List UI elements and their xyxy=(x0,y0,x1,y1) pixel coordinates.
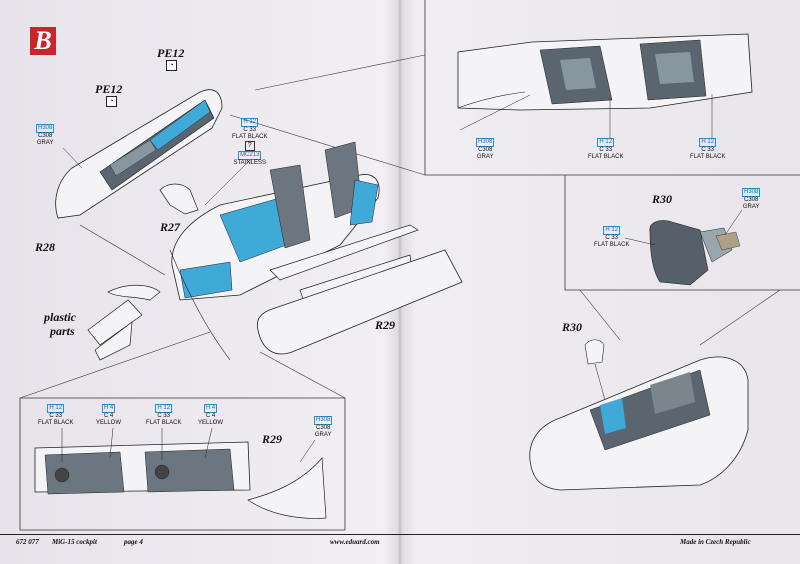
footer-rule xyxy=(0,534,800,535)
inset-frame-r30 xyxy=(564,175,800,291)
paint-name: GRAY xyxy=(314,432,332,438)
paint-code: C 4 xyxy=(205,413,216,419)
paint-code: H 12 xyxy=(47,404,65,413)
paint-code: C 33 xyxy=(157,413,171,419)
callout-black-top-right-2: H 12 C 33 FLAT BLACK xyxy=(690,138,725,161)
callout-black-bottom-left-1: H 12 C 33 FLAT BLACK xyxy=(38,404,73,427)
label-parts: parts xyxy=(50,324,75,338)
paint-code: H 12 xyxy=(597,138,615,147)
paint-name: FLAT BLACK xyxy=(232,134,268,140)
guide-line xyxy=(254,54,426,91)
label-r30-top: R30 xyxy=(652,192,673,206)
callout-yellow-bottom-left-2: H 4 C 4 YELLOW xyxy=(198,404,223,427)
guide-line xyxy=(229,114,426,176)
label-pe12-top: PE12 xyxy=(157,46,185,60)
paint-name: YELLOW xyxy=(96,420,122,426)
paint-code: H308 xyxy=(742,188,761,197)
part-bottom-right-cockpit xyxy=(529,339,749,491)
part-r29-edge xyxy=(169,249,231,361)
callout-black-r30: H 12 C 33 FLAT BLACK xyxy=(594,226,629,249)
paint-code: C308 xyxy=(744,197,759,203)
paint-code: C 33 xyxy=(605,235,619,241)
paint-name: YELLOW xyxy=(198,420,224,426)
plastic-parts-sketch xyxy=(87,284,161,361)
footer-page: page 4 xyxy=(124,538,143,546)
paint-code: H 4 xyxy=(203,404,218,413)
paint-code: H308 xyxy=(36,124,55,133)
footer-title: MiG-15 cockpit xyxy=(52,538,97,546)
paint-code: H 12 xyxy=(155,404,173,413)
paint-code: H308 xyxy=(314,416,333,425)
guide-line xyxy=(259,351,346,399)
paint-name: GRAY xyxy=(476,154,494,160)
paint-code: H 12 xyxy=(603,226,621,235)
guide-line xyxy=(699,289,781,346)
paint-code: C308 xyxy=(316,425,331,431)
pe-part-icon: ◔ xyxy=(106,96,117,107)
guide-line xyxy=(579,289,621,341)
part-r28-side-panel xyxy=(55,89,223,276)
part-cockpit-tub xyxy=(171,141,380,301)
callout-gray-left: H308 C308 GRAY xyxy=(36,124,55,147)
paint-name: FLAT BLACK xyxy=(690,154,726,160)
paint-code: C 33 xyxy=(243,127,257,133)
paint-code: C 33 xyxy=(49,413,63,419)
paint-name: FLAT BLACK xyxy=(146,420,182,426)
guide-line xyxy=(19,331,211,399)
paint-code: H 4 xyxy=(101,404,116,413)
footer-url: www.eduard.com xyxy=(330,538,380,546)
inset-frame-bottom-left xyxy=(19,397,346,531)
paint-code: C308 xyxy=(478,147,493,153)
paint-code: C 33 xyxy=(701,147,715,153)
label-r28: R28 xyxy=(35,240,56,254)
label-r30-bottom: R30 xyxy=(562,320,583,334)
label-r29-mid: R29 xyxy=(375,318,396,332)
label-pe12-left: PE12 xyxy=(95,82,123,96)
paint-code: H 12 xyxy=(241,118,259,127)
part-top-right-cockpit xyxy=(457,33,753,138)
pe-part-icon: ◔ xyxy=(166,60,177,71)
callout-black-top-right-1: H 12 C 33 FLAT BLACK xyxy=(588,138,623,161)
callout-gray-bottom-left: H308 C308 GRAY xyxy=(314,416,333,439)
label-plastic: plastic xyxy=(44,310,76,324)
paint-name: FLAT BLACK xyxy=(588,154,624,160)
callout-black-bottom-left-2: H 12 C 33 FLAT BLACK xyxy=(146,404,181,427)
part-side-rail xyxy=(269,224,419,281)
part-bottom-left-cockpit xyxy=(34,441,327,519)
part-r27 xyxy=(159,183,199,215)
paint-name: GRAY xyxy=(36,140,54,146)
footer-kit-number: 672 077 xyxy=(16,538,39,546)
callout-gray-top-right: H308 C308 GRAY xyxy=(476,138,495,161)
unknown-color-box: ? xyxy=(244,141,255,151)
label-r27: R27 xyxy=(160,220,181,234)
paint-code: C 33 xyxy=(599,147,613,153)
callout-black-mid: H 12 C 33 FLAT BLACK ? MC213 STAINLESS xyxy=(232,118,267,167)
step-badge: B xyxy=(30,27,56,55)
part-r29-side xyxy=(256,249,463,355)
paint-code: C308 xyxy=(38,133,53,139)
paint-code: C 4 xyxy=(103,413,114,419)
paint-name: STAINLESS xyxy=(233,160,267,166)
part-r30-seat xyxy=(649,220,741,286)
paint-name: FLAT BLACK xyxy=(38,420,74,426)
callout-gray-r30: H308 C308 GRAY xyxy=(742,188,761,211)
paint-name: FLAT BLACK xyxy=(594,242,630,248)
label-r29-bottom: R29 xyxy=(262,432,283,446)
callout-leaders xyxy=(61,94,743,463)
paint-code: H308 xyxy=(476,138,495,147)
paint-name: GRAY xyxy=(742,204,760,210)
footer-made-in: Made in Czech Republic xyxy=(680,538,751,546)
callout-yellow-bottom-left-1: H 4 C 4 YELLOW xyxy=(96,404,121,427)
paint-code: H 12 xyxy=(699,138,717,147)
paint-code: MC213 xyxy=(238,151,262,160)
